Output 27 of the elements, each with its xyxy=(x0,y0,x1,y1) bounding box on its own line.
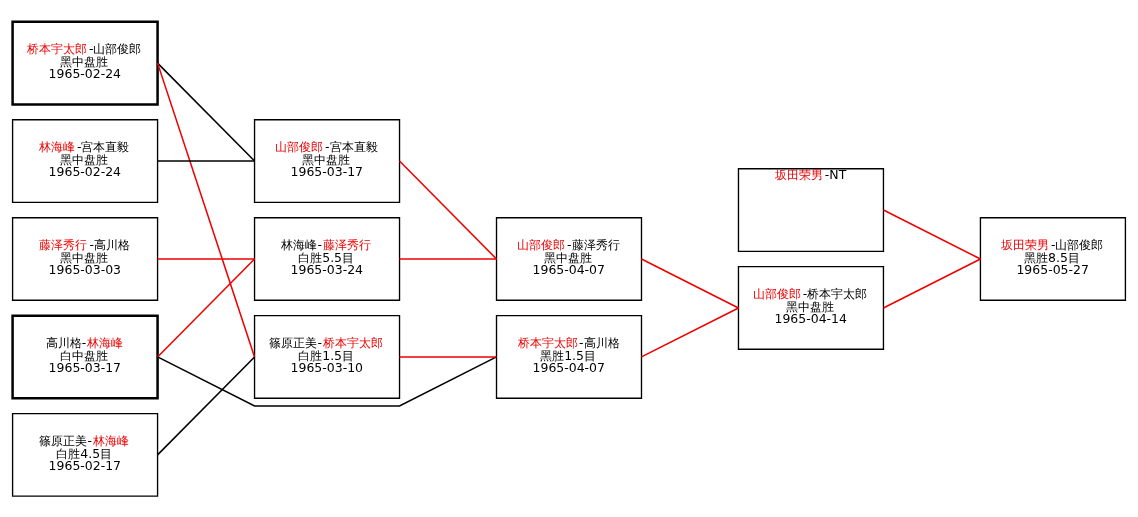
connector xyxy=(398,159,498,260)
connector xyxy=(156,61,256,162)
node-box: 山部俊郎-宫本直毅 黑中盘胜 1965-03-17 xyxy=(253,118,401,203)
node-box: 坂田荣男-山部俊郎 黑胜8.5目 1965-05-27 xyxy=(979,216,1127,301)
node-box: 林海峰-藤泽秀行 白胜5.5目 1965-03-24 xyxy=(253,216,401,301)
node-box: 山部俊郎-桥本宇太郎 黑中盘胜 1965-04-14 xyxy=(737,265,885,350)
connector xyxy=(882,208,982,260)
connector xyxy=(156,257,256,358)
connector xyxy=(882,257,982,309)
connector xyxy=(156,355,498,407)
connector xyxy=(398,355,498,358)
node-box: 高川格-林海峰 白中盘胜 1965-03-17 xyxy=(11,313,159,399)
node-box: 篠原正美-林海峰 白胜4.5目 1965-02-17 xyxy=(11,412,159,497)
node-box: 林海峰-宫本直毅 黑中盘胜 1965-02-24 xyxy=(11,118,159,203)
connector xyxy=(640,306,740,358)
connector xyxy=(398,257,498,260)
connector xyxy=(640,257,740,309)
connector xyxy=(156,61,256,358)
node-box: 篠原正美-桥本宇太郎 白胜1.5目 1965-03-10 xyxy=(253,314,401,399)
connector xyxy=(156,257,256,260)
connector xyxy=(156,355,256,456)
node-box: 坂田荣男-NT xyxy=(737,167,885,252)
node-box: 桥本宇太郎-山部俊郎 黑中盘胜 1965-02-24 xyxy=(11,20,159,106)
node-box: 桥本宇太郎-高川格 黑胜1.5目 1965-04-07 xyxy=(495,314,643,399)
node-box: 山部俊郎-藤泽秀行 黑中盘胜 1965-04-07 xyxy=(495,216,643,301)
connector xyxy=(156,159,256,162)
node-box: 藤泽秀行-高川格 黑中盘胜 1965-03-03 xyxy=(11,216,159,301)
